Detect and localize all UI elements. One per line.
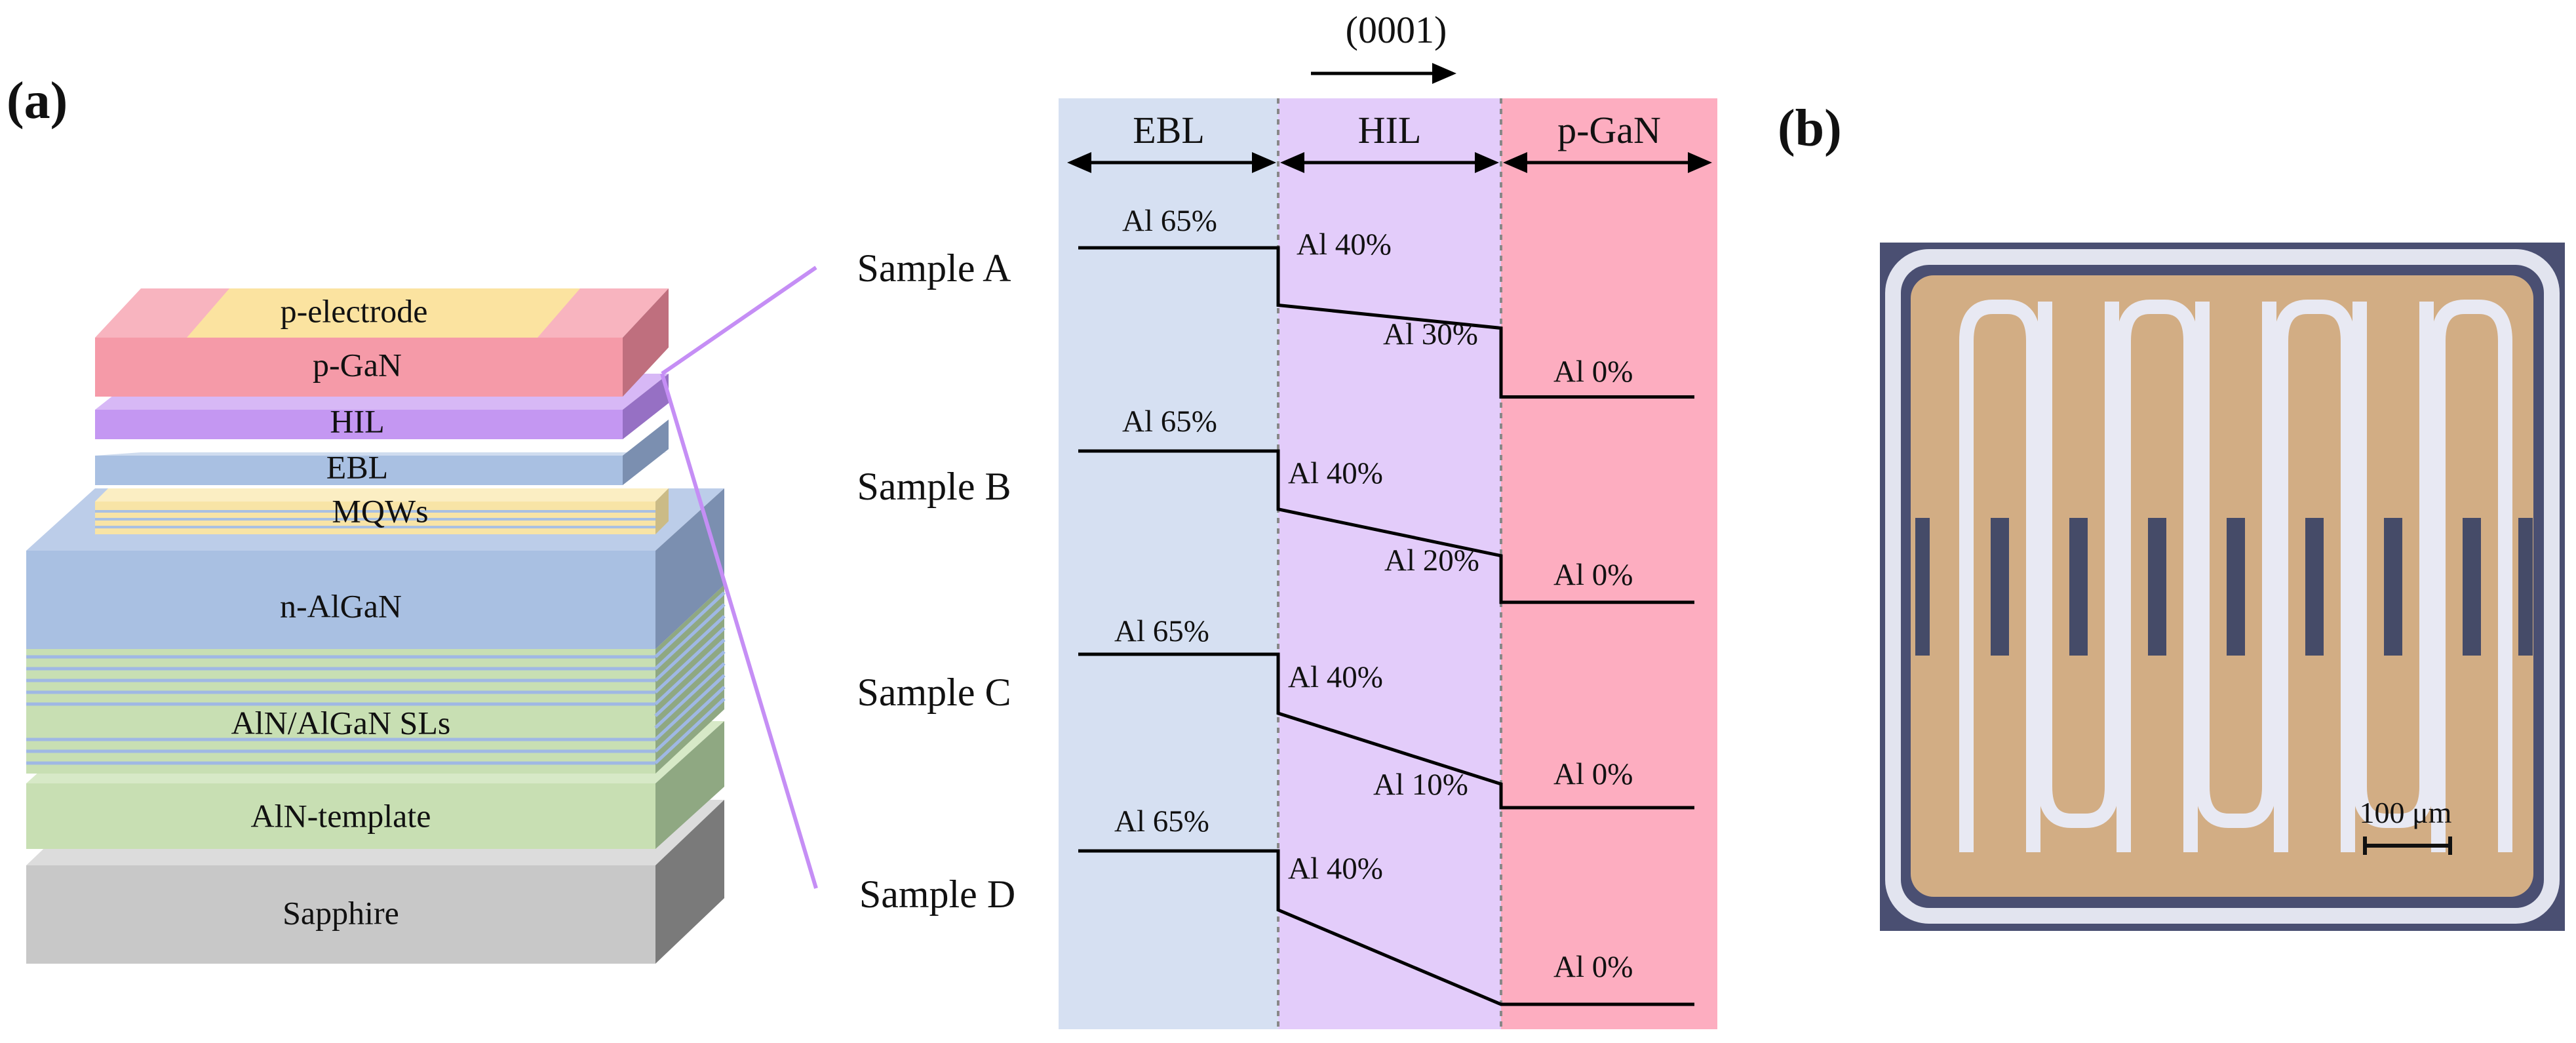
sample-c-pgan-al: Al 0% — [1553, 757, 1633, 791]
micrograph-outer-track — [1885, 249, 2560, 924]
direction-arrow — [1311, 63, 1456, 84]
sample-b-hil-start: Al 40% — [1288, 456, 1383, 490]
sample-b-hil-end: Al 20% — [1384, 543, 1479, 578]
sample-d-hil-start: Al 40% — [1288, 852, 1383, 886]
layer-ebl: EBL — [95, 420, 669, 485]
layer-label-mqws: MQWs — [332, 492, 428, 529]
sample-d-ebl-al: Al 65% — [1114, 804, 1209, 838]
region-arrowheads — [1067, 152, 1712, 173]
scale-bar-label: 100 μm — [2360, 796, 2452, 829]
sample-c-hil-start: Al 40% — [1288, 660, 1383, 694]
region-label-hil: HIL — [1358, 109, 1422, 151]
region-hil-background — [1278, 98, 1501, 1029]
composition-profile: (0001) EBL HIL p-GaN Sample A Al 65% Al — [857, 9, 1717, 1029]
layer-label-ebl: EBL — [326, 448, 388, 485]
scale-bar — [2363, 836, 2452, 855]
region-label-ebl: EBL — [1133, 109, 1205, 151]
region-label-pgan: p-GaN — [1557, 109, 1661, 151]
layer-stack: Sapphire AlN-template — [26, 288, 726, 964]
sample-d-pgan-al: Al 0% — [1553, 950, 1633, 984]
layer-label-superlattice: AlN/AlGaN SLs — [231, 704, 451, 741]
layer-label-sapphire: Sapphire — [283, 894, 399, 931]
sample-a-ebl-al: Al 65% — [1122, 204, 1217, 238]
sample-c-ebl-al: Al 65% — [1114, 614, 1209, 648]
sample-a-hil-end: Al 30% — [1383, 317, 1478, 351]
layer-label-n-algan: n-AlGaN — [280, 587, 402, 624]
sample-b-pgan-al: Al 0% — [1553, 558, 1633, 592]
sample-a-hil-start: Al 40% — [1297, 227, 1392, 262]
sample-c-hil-end: Al 10% — [1373, 768, 1468, 802]
profile-line-sample-b — [1078, 449, 1694, 604]
micrograph: 100 μm — [1880, 243, 2565, 931]
profile-line-sample-a — [1078, 246, 1694, 399]
sample-b-ebl-al: Al 65% — [1122, 404, 1217, 439]
sample-a-pgan-al: Al 0% — [1553, 355, 1633, 389]
direction-label: (0001) — [1346, 9, 1447, 51]
sample-profiles — [1078, 246, 1694, 1006]
sample-a-name: Sample A — [857, 246, 1011, 290]
profile-line-sample-c — [1078, 652, 1694, 810]
panel-label-a: (a) — [7, 72, 68, 130]
layer-label-hil: HIL — [330, 403, 384, 439]
layer-label-p-electrode: p-electrode — [281, 292, 428, 329]
region-ebl-background — [1059, 98, 1278, 1029]
contact-bars — [1915, 518, 2533, 656]
profile-line-sample-d — [1078, 849, 1694, 1006]
panel-label-b: (b) — [1778, 100, 1842, 157]
layer-label-p-gan: p-GaN — [313, 346, 402, 383]
zoom-connector — [660, 266, 818, 889]
layer-p-electrode: p-electrode — [187, 288, 580, 338]
region-pgan-background — [1501, 98, 1717, 1029]
layer-label-aln-template: AlN-template — [251, 797, 431, 834]
layer-mqws: MQWs — [95, 488, 669, 534]
sample-c-name: Sample C — [857, 671, 1011, 714]
sample-b-name: Sample B — [857, 465, 1011, 508]
sample-d-name: Sample D — [859, 873, 1015, 916]
